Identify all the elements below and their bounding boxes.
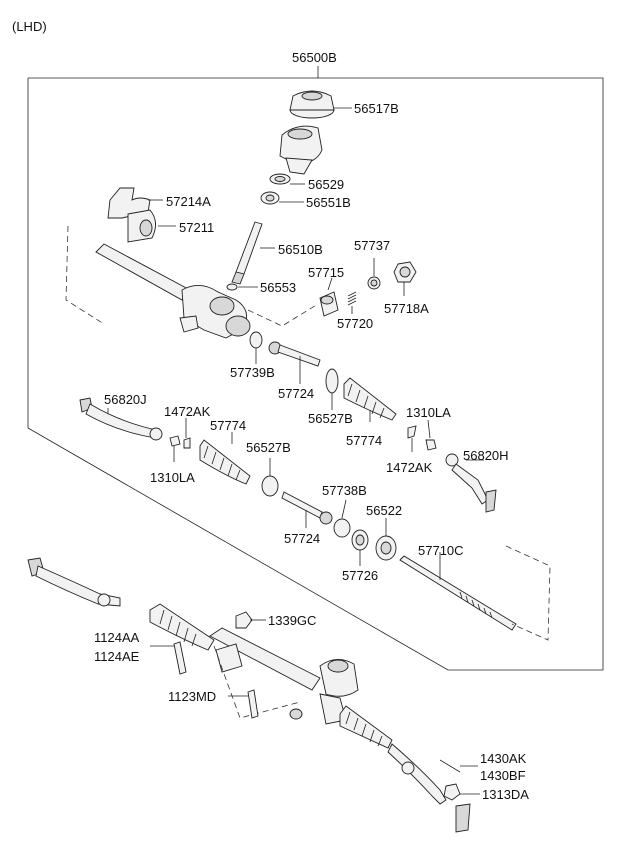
part-57211-bushing[interactable] <box>127 209 156 243</box>
callout-57774-left: 57774 <box>210 418 246 433</box>
part-56517B-cap[interactable] <box>289 90 335 119</box>
callout-1310LA-right: 1310LA <box>406 405 451 420</box>
part-1430-pin[interactable] <box>439 759 461 773</box>
callout-56527B-upper: 56527B <box>308 411 353 426</box>
part-1313DA-nut[interactable] <box>443 783 461 801</box>
part-57724-tie-rod-lower[interactable] <box>281 491 333 525</box>
part-57724-tie-rod-upper[interactable] <box>268 341 321 367</box>
callout-57715: 57715 <box>308 265 344 280</box>
part-57718A-locknut[interactable] <box>393 261 417 283</box>
callout-1472AK-left: 1472AK <box>164 404 211 419</box>
callout-56522: 56522 <box>366 503 402 518</box>
part-56820H-tie-rod-end[interactable] <box>445 453 497 513</box>
callout-56551B: 56551B <box>306 195 351 210</box>
variant-label: (LHD) <box>12 19 47 34</box>
part-1472AK-right[interactable] <box>407 425 417 439</box>
part-1339GC-nut[interactable] <box>235 611 253 629</box>
part-57738B-ring[interactable] <box>333 518 351 538</box>
callout-1124AA: 1124AA <box>94 630 140 645</box>
assembly-label: 56500B <box>292 50 337 65</box>
part-1124-bolt[interactable] <box>173 641 187 675</box>
callout-57737: 57737 <box>354 238 390 253</box>
callout-57710C: 57710C <box>418 543 464 558</box>
part-57715-yoke[interactable] <box>319 291 339 317</box>
part-1310LA-right[interactable] <box>425 439 437 451</box>
callout-57726: 57726 <box>342 568 378 583</box>
callout-1123MD: 1123MD <box>168 689 216 704</box>
callout-57739B: 57739B <box>230 365 275 380</box>
callout-1339GC: 1339GC <box>268 613 316 628</box>
part-56529-ring[interactable] <box>269 173 291 185</box>
part-56553-ring[interactable] <box>226 283 238 291</box>
callout-57774-upper-right: 57774 <box>346 433 382 448</box>
callout-57724-upper: 57724 <box>278 386 314 401</box>
part-57774-boot-left[interactable] <box>199 439 251 485</box>
callout-1472AK-right: 1472AK <box>386 460 433 475</box>
part-1310LA-left[interactable] <box>169 435 181 447</box>
callout-57724-lower: 57724 <box>284 531 320 546</box>
part-57720-spring[interactable] <box>347 291 357 306</box>
callout-57214A: 57214A <box>166 194 211 209</box>
callout-1313DA: 1313DA <box>482 787 529 802</box>
callout-1310LA-left: 1310LA <box>150 470 195 485</box>
part-56551B-seal[interactable] <box>260 191 280 205</box>
part-57710C-rack[interactable] <box>399 555 517 631</box>
part-assembled-gear[interactable] <box>27 557 471 833</box>
part-57739B-seal[interactable] <box>249 331 263 349</box>
part-1123MD-bolt[interactable] <box>247 689 259 719</box>
part-56527B-clamp-upper[interactable] <box>325 368 339 394</box>
part-56510B-pinion[interactable] <box>231 221 263 285</box>
part-57737-nut[interactable] <box>367 276 381 290</box>
callout-56820H: 56820H <box>463 448 509 463</box>
callout-57738B: 57738B <box>322 483 367 498</box>
callout-56527B-lower: 56527B <box>246 440 291 455</box>
callout-56820J: 56820J <box>104 392 147 407</box>
part-56522-bushing[interactable] <box>375 535 397 561</box>
callout-57720: 57720 <box>337 316 373 331</box>
part-57774-boot-upper[interactable] <box>343 377 397 421</box>
callout-57211: 57211 <box>179 220 214 235</box>
part-56820J-tie-rod-end[interactable] <box>79 397 163 441</box>
callout-1430AK: 1430AK <box>480 751 527 766</box>
part-57726-bushing[interactable] <box>351 529 369 551</box>
callout-1124AE: 1124AE <box>94 649 140 664</box>
callout-56510B: 56510B <box>278 242 323 257</box>
part-rack-housing[interactable] <box>95 243 251 339</box>
callout-56553: 56553 <box>260 280 296 295</box>
part-56527B-clamp-lower[interactable] <box>261 475 279 497</box>
callout-56517B: 56517B <box>354 101 399 116</box>
callout-57718A: 57718A <box>384 301 429 316</box>
assembly-frame <box>27 66 604 671</box>
part-1472AK-left[interactable] <box>183 437 191 449</box>
callout-1430BF: 1430BF <box>480 768 526 783</box>
callout-56529: 56529 <box>308 177 344 192</box>
part-pinion-cover[interactable] <box>279 125 323 175</box>
